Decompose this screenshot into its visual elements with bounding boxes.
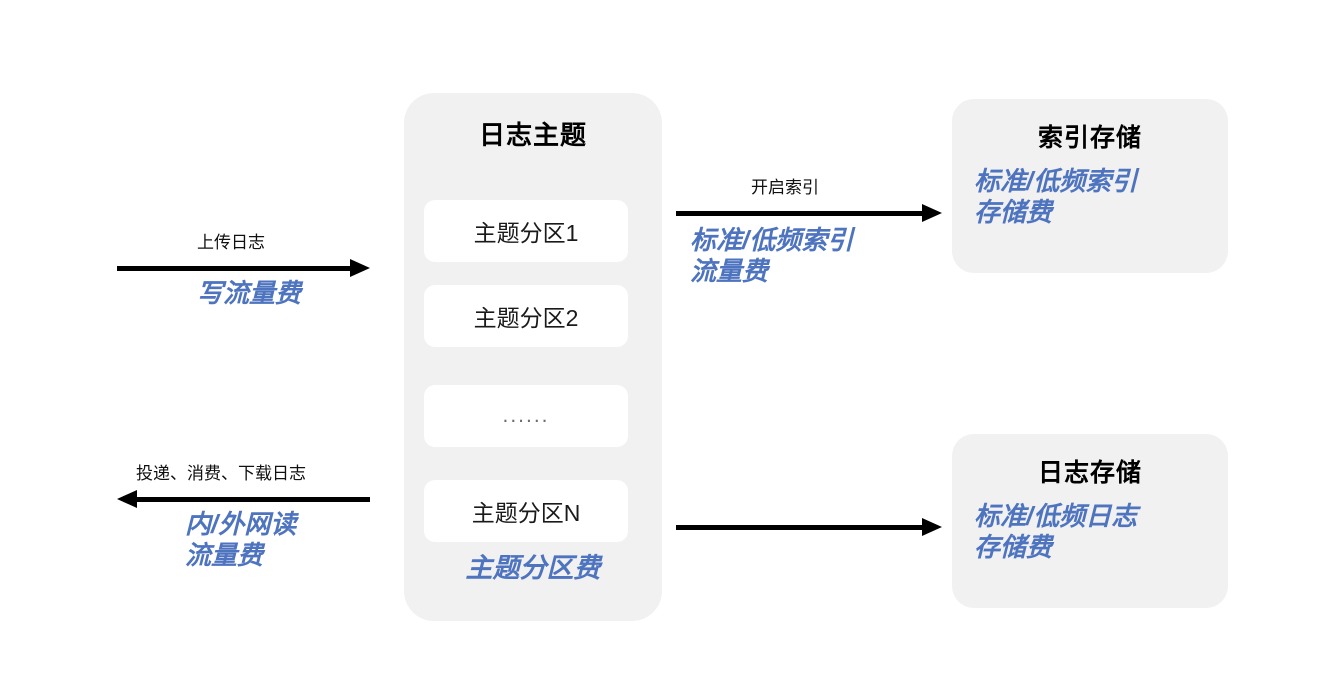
arrow-head-left-icon — [117, 490, 137, 508]
index-traffic-fee-label: 标准/低频索引 流量费 — [690, 225, 854, 286]
arrow-head-right-icon — [350, 259, 370, 277]
log-storage-fee-label: 标准/低频日志 存储费 — [974, 501, 1138, 562]
arrow-line — [676, 525, 924, 530]
index-storage-fee-label: 标准/低频索引 存储费 — [974, 166, 1138, 227]
log-storage-panel: 日志存储 标准/低频日志 存储费 — [952, 434, 1228, 608]
enable-index-caption: 开启索引 — [751, 178, 819, 197]
arrow-head-right-icon — [922, 518, 942, 536]
topic-partition-2: 主题分区2 — [424, 285, 628, 347]
arrow-line — [676, 211, 924, 216]
log-storage-title: 日志存储 — [1037, 459, 1142, 487]
topic-partition-n: 主题分区N — [424, 480, 628, 542]
write-traffic-fee-label: 写流量费 — [197, 278, 302, 308]
upload-logs-caption: 上传日志 — [197, 233, 265, 252]
index-storage-panel: 索引存储 标准/低频索引 存储费 — [952, 99, 1228, 273]
arrow-line — [117, 266, 352, 271]
topic-partition-1: 主题分区1 — [424, 200, 628, 262]
arrow-line — [135, 497, 370, 502]
index-storage-title: 索引存储 — [1037, 124, 1142, 152]
log-topic-panel: 日志主题 主题分区1 主题分区2 ...... 主题分区N 主题分区费 — [404, 93, 662, 621]
read-logs-caption: 投递、消费、下载日志 — [136, 464, 306, 483]
topic-partition-ellipsis: ...... — [424, 385, 628, 447]
log-topic-title: 日志主题 — [478, 120, 587, 150]
read-traffic-fee-label: 内/外网读 流量费 — [185, 509, 297, 570]
arrow-head-right-icon — [922, 204, 942, 222]
topic-partition-fee-label: 主题分区费 — [465, 553, 601, 583]
